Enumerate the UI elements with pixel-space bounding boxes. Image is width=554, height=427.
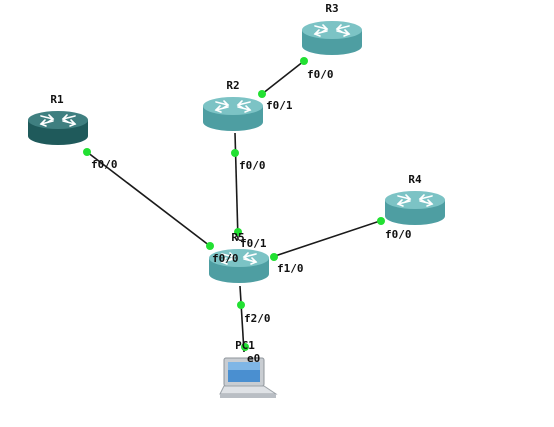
link-r4-r5[interactable] [271, 219, 384, 258]
port-dot-r2-f0-1 [258, 90, 266, 98]
link-r1-r5[interactable] [86, 151, 211, 247]
port-dot-r3-f0-0 [300, 57, 308, 65]
port-dot-pc1-e0 [241, 343, 249, 351]
port-label-pc1-e0: e0 [247, 352, 260, 365]
port-label-r5-f0-0: f0/0 [212, 252, 239, 265]
port-label-r4-f0-0: f0/0 [385, 228, 412, 241]
node-label-r1: R1 [50, 93, 64, 106]
router-r4[interactable] [384, 190, 446, 226]
link-r3-r2[interactable] [261, 60, 305, 95]
port-dot-r4-f0-0 [377, 217, 385, 225]
port-label-r2-f0-0: f0/0 [239, 159, 266, 172]
router-icon [384, 190, 446, 226]
port-dot-r5-f0-0 [206, 242, 214, 250]
laptop-icon [219, 357, 278, 398]
router-icon [202, 96, 264, 132]
port-dot-r5-f2-0 [237, 301, 245, 309]
node-label-r5: R5 [231, 231, 244, 244]
router-top-face [28, 111, 88, 129]
port-dots-layer [83, 57, 385, 351]
router-arrows-icon [39, 114, 77, 127]
pc-pc1[interactable] [219, 357, 278, 398]
router-icon [301, 20, 363, 56]
port-label-r3-f0-0: f0/0 [307, 68, 334, 81]
router-r2[interactable] [202, 96, 264, 132]
port-label-r5-f1-0: f1/0 [277, 262, 304, 275]
router-r1[interactable] [28, 111, 88, 145]
port-label-r2-f0-1: f0/1 [266, 99, 293, 112]
port-label-r5-f0-1: f0/1 [240, 237, 267, 250]
link-r5-pc1[interactable] [239, 285, 245, 353]
port-dot-r2-f0-0 [231, 149, 239, 157]
router-r3[interactable] [301, 20, 363, 56]
port-dot-r1-f0-0 [83, 148, 91, 156]
node-label-pc1: PC1 [235, 339, 255, 352]
port-label-r1-f0-0: f0/0 [91, 158, 118, 171]
node-label-r4: R4 [408, 173, 422, 186]
port-dot-r5-f1-0 [270, 253, 278, 261]
port-label-r5-f2-0: f2/0 [244, 312, 271, 325]
node-label-r3: R3 [325, 2, 338, 15]
node-label-r2: R2 [226, 79, 239, 92]
port-dot-r5-f0-1 [234, 228, 242, 236]
